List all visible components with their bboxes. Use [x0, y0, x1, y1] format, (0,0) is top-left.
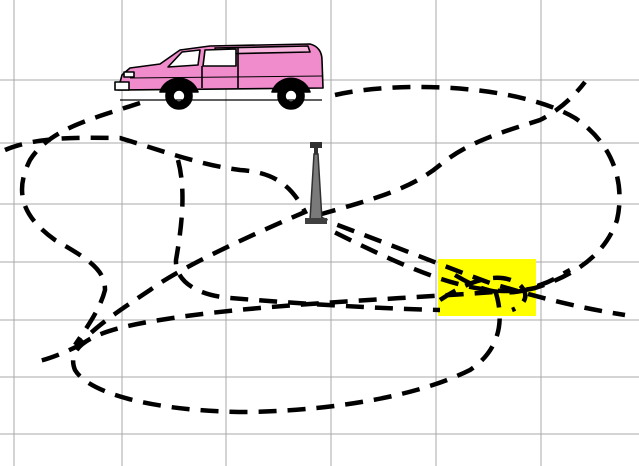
route-van-branch: [19, 100, 141, 347]
route-zone-crossing-2: [453, 267, 572, 295]
route-tower-east: [309, 212, 626, 318]
van-icon: [114, 43, 324, 110]
route-tower-northeast: [317, 80, 587, 218]
antenna-tower-icon: [305, 142, 327, 224]
route-left-loop: [4, 135, 309, 365]
route-inner-vertical: [173, 159, 441, 313]
dashed-routes: [4, 80, 626, 415]
route-lower-loop: [71, 289, 502, 415]
route-outer-loop: [328, 84, 622, 294]
